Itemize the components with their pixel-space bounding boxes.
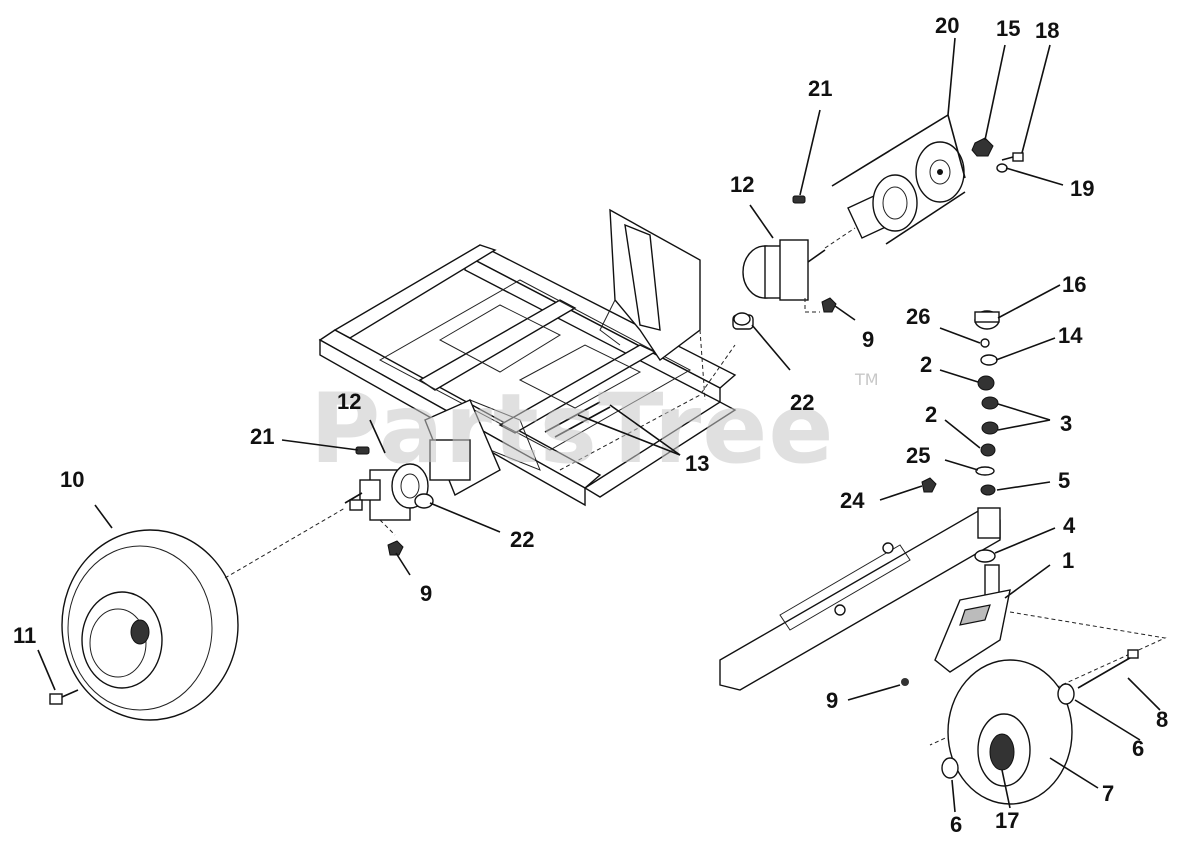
callout-numbers: 20 15 18 21 12 19 16 26 14 9 2 22 12 2 3… [13, 13, 1168, 837]
callout-5: 5 [1058, 468, 1070, 493]
callout-20: 20 [935, 13, 959, 38]
callout-14: 14 [1058, 323, 1083, 348]
steering-stack [921, 310, 1000, 496]
callout-22: 22 [510, 527, 534, 552]
callout-21: 21 [250, 424, 274, 449]
rear-wheel [49, 507, 346, 721]
callout-21: 21 [808, 76, 832, 101]
callout-10: 10 [60, 467, 84, 492]
callout-18: 18 [1035, 18, 1059, 43]
callout-17: 17 [995, 808, 1019, 833]
callout-8: 8 [1156, 707, 1168, 732]
front-axle-fork [719, 507, 1167, 746]
leader-lines [37, 37, 1161, 813]
callout-2: 2 [920, 352, 932, 377]
left-hub-assembly [344, 446, 434, 556]
callout-11: 11 [13, 623, 36, 648]
callout-9: 9 [420, 581, 432, 606]
callout-6: 6 [1132, 736, 1144, 761]
callout-12: 12 [337, 389, 361, 414]
callout-25: 25 [906, 443, 930, 468]
callout-4: 4 [1063, 513, 1076, 538]
callout-6: 6 [950, 812, 962, 837]
callout-9: 9 [826, 688, 838, 713]
frame-chassis [318, 208, 737, 507]
watermark-trademark: TM [854, 370, 879, 389]
callout-2: 2 [925, 402, 937, 427]
callout-22: 22 [790, 390, 814, 415]
upper-hub-assembly [732, 114, 1024, 330]
callout-13: 13 [685, 451, 709, 476]
callout-12: 12 [730, 172, 754, 197]
watermark-text: PartsTree [310, 373, 834, 485]
callout-19: 19 [1070, 176, 1094, 201]
callout-24: 24 [840, 488, 865, 513]
callout-3: 3 [1060, 411, 1072, 436]
callout-16: 16 [1062, 272, 1086, 297]
callout-7: 7 [1102, 781, 1114, 806]
callout-9: 9 [862, 327, 874, 352]
front-wheel [941, 649, 1139, 805]
callout-1: 1 [1062, 548, 1074, 573]
callout-26: 26 [906, 304, 930, 329]
callout-15: 15 [996, 16, 1020, 41]
